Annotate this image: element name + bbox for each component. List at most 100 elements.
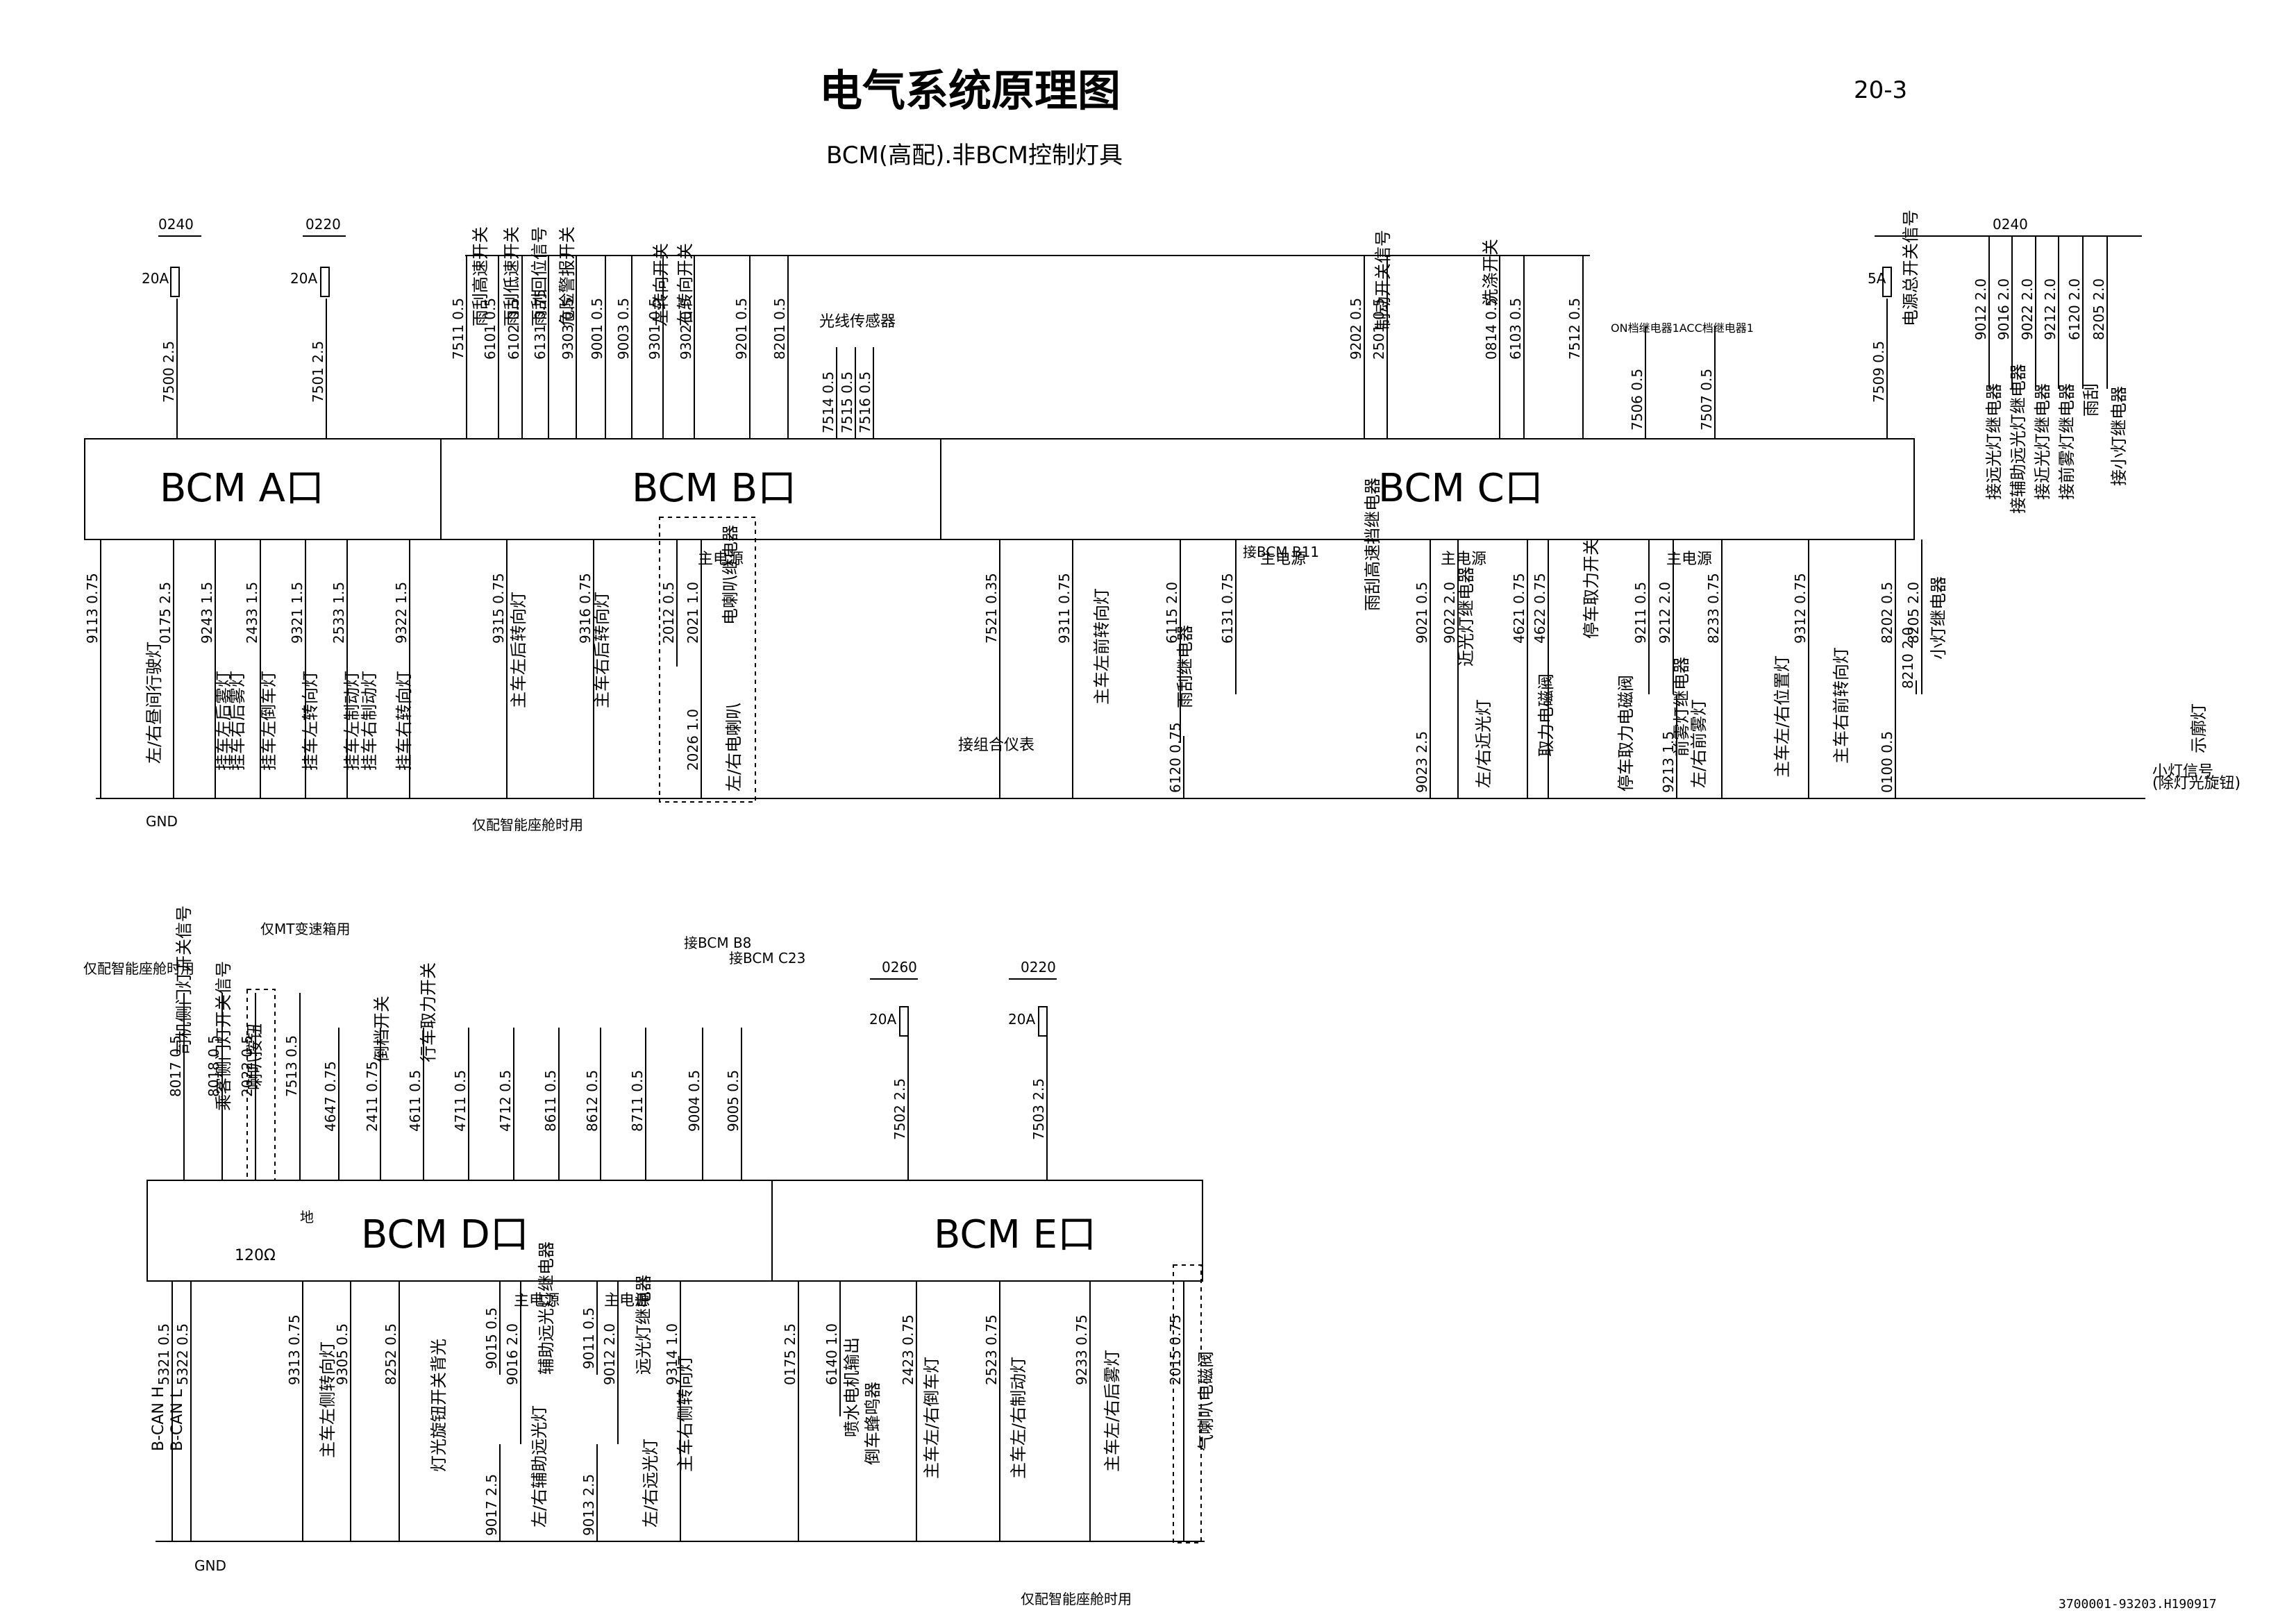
optional-zone-horn-button xyxy=(246,989,276,1181)
component-label: 危险警报开关 xyxy=(558,226,577,326)
wire-label: 9022 2.0 xyxy=(1441,582,1458,644)
component-label: 远光灯继电器 xyxy=(634,1275,653,1375)
wire-label: 7502 2.5 xyxy=(891,1078,908,1140)
component-label: 左/右前雾灯 xyxy=(1689,699,1709,788)
wire-label: 6131 0.75 xyxy=(532,289,548,360)
wire-label: 7511 0.5 xyxy=(450,298,467,360)
wire-label: 4622 0.75 xyxy=(1532,573,1548,644)
component-label: 主车右侧转向灯 xyxy=(676,1355,695,1472)
document-number: 3700001-93203.H190917 xyxy=(2059,1597,2217,1612)
bcm-de-module-box xyxy=(146,1180,1203,1282)
wire-label: 9021 0.5 xyxy=(1414,582,1430,644)
wire-label: 7515 0.5 xyxy=(839,371,855,433)
wire-label: 7503 2.5 xyxy=(1030,1078,1047,1140)
wire-label: 7501 2.5 xyxy=(310,341,326,403)
can-bus-label: B-CAN L xyxy=(169,1389,186,1451)
wire-label: 9213 1.5 xyxy=(1660,731,1677,793)
main-power-label: 主电源 xyxy=(1260,551,1306,568)
component-label: 取力电磁阀 xyxy=(1536,673,1556,757)
wire-label: 9003 0.5 xyxy=(615,298,632,360)
component-label: 右转向开关 xyxy=(676,243,695,326)
wire-label: 8233 0.75 xyxy=(1705,573,1722,644)
wire-label: 9301 0.5 xyxy=(646,298,663,360)
wire-label: 8205 2.0 xyxy=(2090,278,2107,340)
component-label: 挂车左倒车灯 xyxy=(259,671,278,771)
wire-label: 9305 0.5 xyxy=(334,1323,351,1385)
bcm-b-label: BCM B口 xyxy=(632,466,796,511)
fuse-rating-label: 20A xyxy=(290,270,317,287)
wire-label: 0175 2.5 xyxy=(157,582,174,644)
wire-label: 9012 2.0 xyxy=(601,1323,618,1385)
fuse-feed-label: 0220 xyxy=(305,216,341,233)
wire-label: 9022 2.0 xyxy=(2019,278,2036,340)
page-number: 20-3 xyxy=(1854,76,1908,104)
ground-label: GND xyxy=(146,813,178,830)
component-label: 挂车右制动灯 xyxy=(360,671,379,771)
bcm-c-label: BCM C口 xyxy=(1378,466,1543,511)
component-label: 挂车左制动灯 xyxy=(342,671,362,771)
component-label: 主车右后转向灯 xyxy=(592,592,612,708)
wire-label: 8018 0.5 xyxy=(206,1035,222,1097)
wire-label: 9302 0.5 xyxy=(678,298,694,360)
wire-label: 0814 0.5 xyxy=(1483,298,1500,360)
wire-label: 7506 0.5 xyxy=(1629,369,1645,430)
wire-label: 9311 0.75 xyxy=(1056,573,1073,644)
component-label: 气喇叭电磁阀 xyxy=(1196,1351,1216,1451)
main-power-label: 主电源 xyxy=(1441,551,1486,568)
component-label: 左/右近光灯 xyxy=(1474,699,1493,788)
wire-label: 9016 2.0 xyxy=(504,1323,521,1385)
wire-label: 5322 0.5 xyxy=(174,1323,191,1385)
component-label: 挂车左转向灯 xyxy=(301,671,320,771)
fuse-rating-label: 20A xyxy=(142,270,169,287)
component-label: 电喇叭继电器 xyxy=(721,525,740,625)
can-bus-label: B-CAN H xyxy=(150,1387,167,1451)
wire-label: 2015 0.75 xyxy=(1167,1314,1184,1385)
wire-label: 5321 0.5 xyxy=(156,1323,172,1385)
wire-label: 4712 0.5 xyxy=(497,1070,514,1132)
fuse-group xyxy=(170,267,1892,1037)
wire-label: 2423 0.75 xyxy=(900,1314,916,1385)
note-label: 仅配智能座舱时用 xyxy=(472,817,583,833)
note-label: 接BCM B8 xyxy=(684,935,751,951)
resistor-label: 120Ω xyxy=(235,1247,276,1264)
wire-label: 2022 0.5 xyxy=(239,1035,255,1097)
wire-label: 6120 2.0 xyxy=(2066,278,2083,340)
wire-label: 9316 0.75 xyxy=(577,573,594,644)
component-label: 示廓灯 xyxy=(2189,703,2209,753)
wire-label: 9322 1.5 xyxy=(393,582,410,644)
component-label: 左/右电喇叭 xyxy=(724,703,744,792)
wire-label: 9013 2.5 xyxy=(580,1474,597,1536)
component-label: 接组合仪表 xyxy=(958,737,1034,754)
component-label: 洗涤开关 xyxy=(1481,239,1500,305)
main-power-label: 主电源 xyxy=(514,1292,560,1309)
wire-label: 8202 0.5 xyxy=(1879,582,1895,644)
component-label: 雨刮 xyxy=(2081,383,2101,417)
optional-zone-air-horn xyxy=(1173,1264,1202,1543)
component-label: 前雾灯继电器 xyxy=(1672,657,1691,757)
fuse-feed-label: 0240 xyxy=(158,216,194,233)
note-label: 仅配智能座舱时用 xyxy=(1021,1591,1132,1607)
component-label: 雨刮高速开关 xyxy=(471,226,490,326)
wire-label: 6140 1.0 xyxy=(823,1323,840,1385)
wire-label: 2021 1.0 xyxy=(685,582,701,644)
bcm-abc-module-box xyxy=(84,438,1915,540)
component-label: 辅助远光灯继电器 xyxy=(537,1241,556,1375)
wire-label: 9314 1.0 xyxy=(664,1323,680,1385)
page-subtitle: BCM(高配).非BCM控制灯具 xyxy=(826,142,1123,169)
main-power-label: 主电源 xyxy=(698,551,744,568)
component-label: 喇叭按钮 xyxy=(245,1023,265,1090)
wire-label: 7521 0.35 xyxy=(983,573,1000,644)
fuse-feed-label: 0220 xyxy=(1021,959,1056,976)
wire-label: 8210 2.0 xyxy=(1900,627,1916,689)
wire-label: 6102 0.5 xyxy=(505,298,522,360)
wire-label: 9212 2.0 xyxy=(2042,278,2059,340)
optional-zone-horn xyxy=(659,517,756,803)
wire-label: 2433 1.5 xyxy=(244,582,260,644)
component-label: 光线传感器 xyxy=(819,313,896,330)
wire-label: 4711 0.5 xyxy=(452,1070,469,1132)
component-label: (除灯光旋钮) xyxy=(2152,775,2240,792)
fuse-rating-label: 20A xyxy=(1008,1011,1035,1028)
component-label: 雨刮回位信号 xyxy=(530,226,549,326)
wire-label: 4611 0.5 xyxy=(407,1070,424,1132)
